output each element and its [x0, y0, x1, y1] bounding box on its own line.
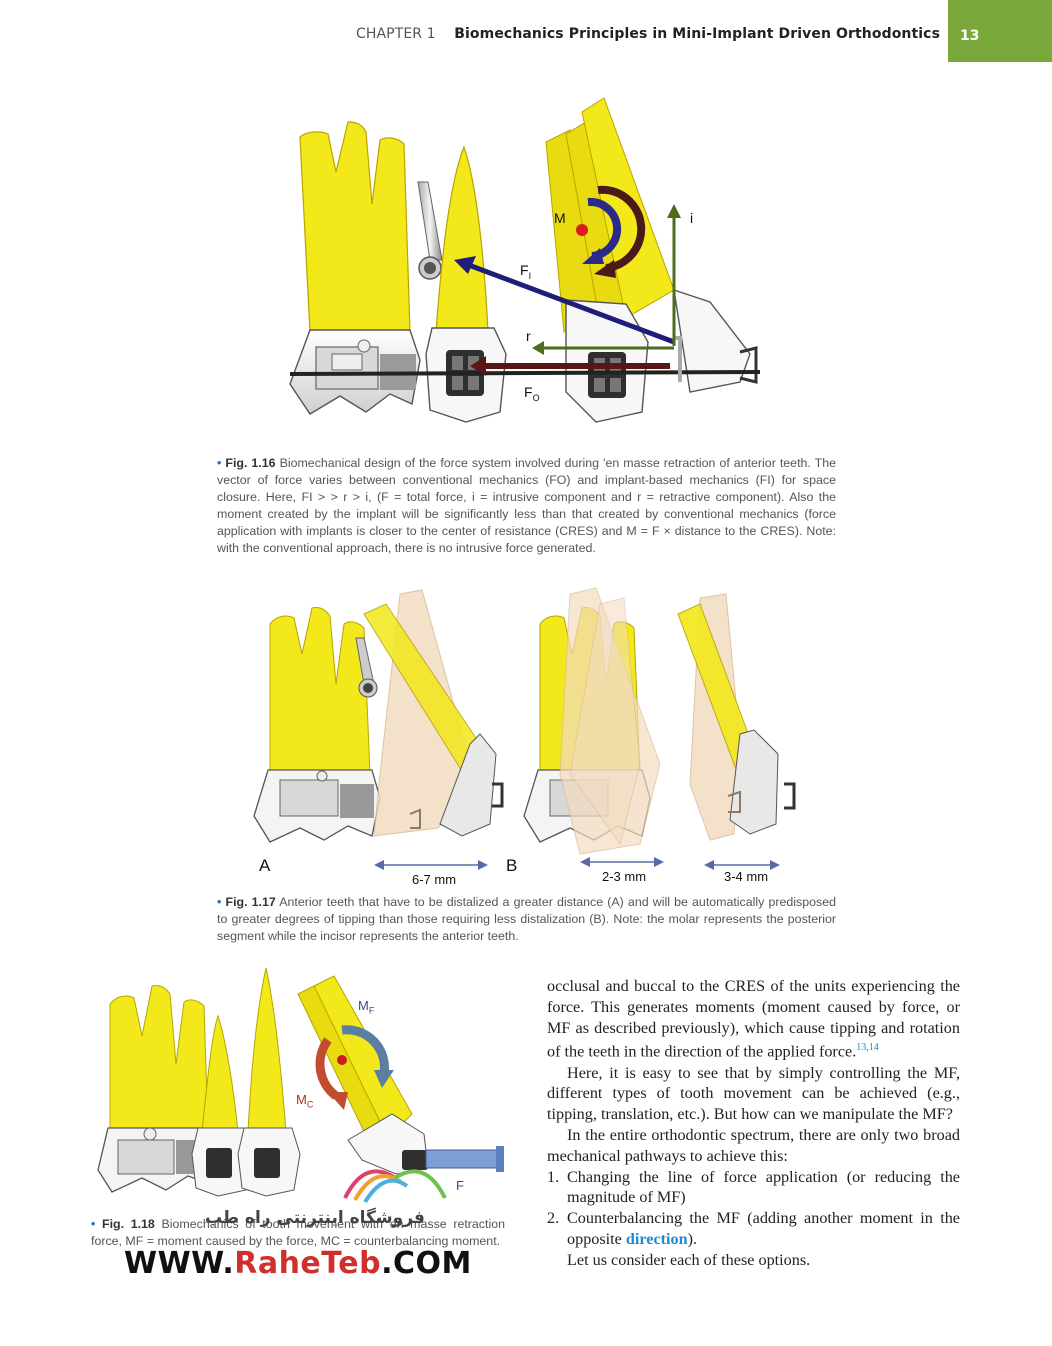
list-text-before: Counterbalancing the MF (adding another … — [567, 1209, 960, 1248]
list-item: 1. Changing the line of force applicatio… — [547, 1167, 960, 1209]
label-F: F — [456, 1178, 464, 1193]
distance-label-b1: 2-3 mm — [602, 869, 647, 884]
molar-tooth — [289, 121, 421, 415]
label-M: M — [554, 210, 566, 226]
panel-b-label: B — [506, 856, 518, 875]
caption-fig-number: Fig. 1.17 — [225, 895, 276, 909]
watermark-www: WWW. — [124, 1246, 235, 1281]
list-text-after: ). — [687, 1229, 698, 1248]
i-arrow-head — [667, 204, 681, 218]
mf-moment-head — [374, 1070, 394, 1088]
conventional-moment-head — [594, 260, 616, 278]
list-number: 2. — [547, 1209, 560, 1228]
caption-text: Anterior teeth that have to be distalize… — [217, 895, 836, 943]
caption-bullet: • — [91, 1217, 96, 1231]
conventional-moment-arc — [597, 185, 646, 272]
label-MC-sub: C — [306, 1099, 314, 1110]
distance-arrow-b1 — [580, 857, 664, 867]
caption-fig-number: Fig. 1.16 — [225, 456, 276, 470]
panel-a-molar — [253, 607, 381, 843]
reference-13-14[interactable]: 13,14 — [856, 1042, 879, 1054]
label-MF: MF — [358, 998, 374, 1016]
label-Fo: FO — [524, 384, 540, 403]
mc-moment-arc — [315, 1037, 339, 1100]
premolar-tooth — [425, 145, 507, 423]
list-number: 1. — [547, 1167, 560, 1186]
list-text: Changing the line of force application (… — [567, 1167, 960, 1207]
paragraph-3: In the entire orthodontic spectrum, ther… — [547, 1125, 960, 1165]
center-of-resistance — [576, 224, 588, 236]
panel-a-implant — [355, 637, 378, 698]
label-Fi-sub: I — [528, 270, 532, 281]
mc-moment-head — [328, 1092, 348, 1110]
fi-arrow-head — [454, 256, 476, 274]
label-Fo-main: F — [524, 384, 533, 400]
watermark-logo — [343, 1169, 447, 1204]
retraction-power-arm — [425, 1146, 504, 1172]
molar-tooth — [97, 985, 217, 1193]
implant-moment-head — [582, 248, 604, 264]
label-r: r — [526, 328, 531, 344]
premolar-tooth-2 — [237, 967, 301, 1197]
running-head: CHAPTER 1 Biomechanics Principles in Min… — [356, 26, 940, 42]
caption-text: Biomechanics of tooth movement with en m… — [91, 1217, 505, 1248]
label-Fi: FI — [520, 262, 531, 281]
mf-moment-arc — [341, 1025, 389, 1075]
caption-bullet: • — [217, 456, 222, 470]
watermark-url: WWW.RaheTeb.COM — [124, 1246, 472, 1281]
page-header: CHAPTER 1 Biomechanics Principles in Min… — [0, 0, 1052, 62]
label-Fo-sub: O — [532, 392, 540, 403]
distance-label-a: 6-7 mm — [412, 872, 457, 887]
fo-arrow-head — [470, 356, 486, 376]
center-of-resistance — [337, 1055, 347, 1065]
figure-1-18-illustration — [97, 967, 504, 1197]
panel-a-label: A — [259, 856, 271, 875]
chapter-label: CHAPTER 1 — [355, 26, 436, 42]
figure-1-17: A B 6-7 mm 2-3 mm 3-4 mm — [240, 584, 820, 888]
distance-arrow-b2 — [704, 860, 780, 870]
mini-implant — [417, 181, 443, 280]
label-MF-main: M — [358, 998, 369, 1013]
figure-1-16: M i FI r FO — [270, 92, 790, 442]
figure-1-17-illustration — [253, 587, 796, 870]
paragraph-1: occlusal and buccal to the CRES of the u… — [547, 976, 960, 1063]
caption-fig-1-18: • Fig. 1.18 Biomechanics of tooth moveme… — [91, 1216, 505, 1250]
caption-fig-1-16: • Fig. 1.16 Biomechanical design of the … — [217, 455, 836, 557]
label-i: i — [690, 210, 694, 226]
label-MF-sub: F — [368, 1005, 375, 1016]
page-number-box: 13 — [948, 0, 1052, 62]
body-text-column: occlusal and buccal to the CRES of the u… — [547, 976, 960, 1271]
watermark-brand: RaheTeb — [234, 1246, 382, 1281]
archwire — [289, 370, 761, 376]
panel-b-incisor — [677, 593, 796, 841]
watermark-persian: فروشگاه اینترنتی راه طب — [205, 1208, 425, 1228]
panel-a-incisor — [363, 589, 504, 837]
figure-1-18: MF MC F — [92, 964, 512, 1214]
label-Fi-main: F — [520, 262, 529, 278]
label-MC-main: M — [296, 1092, 307, 1107]
page-number: 13 — [960, 28, 980, 44]
list-item: 2. Counterbalancing the MF (adding anoth… — [547, 1208, 960, 1250]
panel-b-molar — [523, 587, 661, 855]
distance-label-b2: 3-4 mm — [724, 869, 769, 884]
chapter-title: Biomechanics Principles in Mini-Implant … — [454, 26, 940, 42]
watermark-com: .COM — [381, 1246, 472, 1281]
caption-fig-1-17: • Fig. 1.17 Anterior teeth that have to … — [217, 894, 836, 945]
caption-text: Biomechanical design of the force system… — [217, 456, 836, 555]
r-arrow-head — [532, 341, 544, 355]
caption-fig-number: Fig. 1.18 — [102, 1217, 155, 1231]
fi-force-arrow — [465, 261, 675, 345]
caption-bullet: • — [217, 895, 222, 909]
paragraph-4: Let us consider each of these options. — [567, 1250, 811, 1269]
label-MC: MC — [296, 1092, 313, 1110]
paragraph-1-text: occlusal and buccal to the CRES of the u… — [547, 977, 960, 1061]
figure-1-16-illustration — [289, 97, 761, 423]
premolar-tooth-1 — [191, 1014, 253, 1197]
distance-arrow-a — [374, 860, 488, 870]
pathway-list: 1. Changing the line of force applicatio… — [547, 1167, 960, 1250]
direction-keyword-link[interactable]: direction — [625, 1229, 688, 1248]
power-arm — [674, 336, 682, 382]
paragraph-2: Here, it is easy to see that by simply c… — [547, 1063, 960, 1124]
implant-moment-arc — [587, 197, 621, 260]
